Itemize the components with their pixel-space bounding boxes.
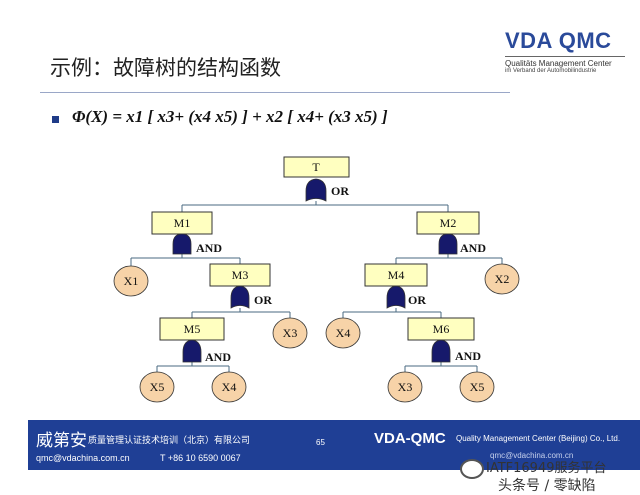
footer-brand: VDA-QMC <box>374 430 446 447</box>
bullet-square-icon <box>52 116 59 123</box>
logo-brand: VDA QMC <box>505 28 612 53</box>
event-label-T: T <box>312 160 320 174</box>
slide-title: 示例：故障树的结构函数 <box>50 56 281 80</box>
structure-function-formula: Φ(X) = x1 [ x3+ (x4 x5) ] + x2 [ x4+ (x3… <box>72 107 388 126</box>
gate-label-M4: OR <box>408 293 426 307</box>
gate-label-M2: AND <box>460 241 486 255</box>
vda-qmc-logo: VDA QMC Qualitäts Management Center im V… <box>505 28 630 74</box>
basic-event-x4a <box>325 317 361 349</box>
gate-label-M3: OR <box>254 293 272 307</box>
logo-divider <box>505 56 625 57</box>
event-label-M3: M3 <box>232 268 249 282</box>
or-gate-icon-M4 <box>386 285 406 309</box>
footer-brand-cn: 威第安 <box>36 431 87 451</box>
footer-company-name: 质量管理认证技术培训（北京）有限公司 <box>88 436 251 446</box>
basic-label-x5b: X5 <box>470 380 485 394</box>
and-gate-icon-M6 <box>431 339 451 363</box>
and-gate-icon-M2 <box>438 233 458 255</box>
basic-label-x1: X1 <box>124 274 139 288</box>
basic-event-x3a <box>272 317 308 349</box>
gate-label-T: OR <box>331 184 349 198</box>
title-divider <box>40 92 510 93</box>
footer-email-faded: qmc@vdachina.com.cn <box>490 451 574 460</box>
watermark-line-2: 头条号 / 零缺陷 <box>498 478 596 494</box>
or-gate-icon-M3 <box>230 285 250 309</box>
footer-brand-full: Quality Management Center (Beijing) Co.,… <box>456 434 621 443</box>
and-gate-icon-M5 <box>182 339 202 363</box>
basic-event-x5b <box>459 371 495 403</box>
basic-event-x4b <box>211 371 247 403</box>
event-box-T <box>283 156 350 178</box>
logo-subtitle-2: im Verband der Automobilindustrie <box>505 68 597 74</box>
wechat-icon <box>460 459 484 479</box>
page-number: 65 <box>316 438 325 447</box>
gate-label-M1: AND <box>196 241 222 255</box>
event-label-M5: M5 <box>184 322 201 336</box>
footer-email: qmc@vdachina.com.cn <box>36 453 130 463</box>
watermark-line-1: IATF16949服务平台 <box>486 461 607 476</box>
and-gate-icon-M1 <box>172 233 192 255</box>
basic-label-x3a: X3 <box>283 326 298 340</box>
gate-label-M5: AND <box>205 350 231 364</box>
or-gate-icon-T <box>305 178 327 202</box>
basic-event-x5a <box>139 371 175 403</box>
footer-bar: 威第安 质量管理认证技术培训（北京）有限公司 qmc@vdachina.com.… <box>28 420 640 470</box>
event-label-M1: M1 <box>174 216 191 230</box>
tree-connectors <box>130 201 503 372</box>
basic-event-x2 <box>484 263 520 295</box>
footer-phone: T +86 10 6590 0067 <box>160 453 241 463</box>
logo-subtitle-1: Qualitäts Management Center <box>505 59 612 68</box>
basic-label-x4a: X4 <box>336 326 351 340</box>
event-label-M4: M4 <box>388 268 405 282</box>
gate-label-M6: AND <box>455 349 481 363</box>
basic-event-x1 <box>113 265 149 297</box>
basic-event-x3b <box>387 371 423 403</box>
basic-label-x4b: X4 <box>222 380 237 394</box>
event-label-M6: M6 <box>433 322 450 336</box>
basic-label-x3b: X3 <box>398 380 413 394</box>
watermark: IATF16949服务平台 头条号 / 零缺陷 <box>460 453 640 495</box>
event-label-M2: M2 <box>440 216 457 230</box>
basic-label-x2: X2 <box>495 272 510 286</box>
basic-label-x5a: X5 <box>150 380 165 394</box>
